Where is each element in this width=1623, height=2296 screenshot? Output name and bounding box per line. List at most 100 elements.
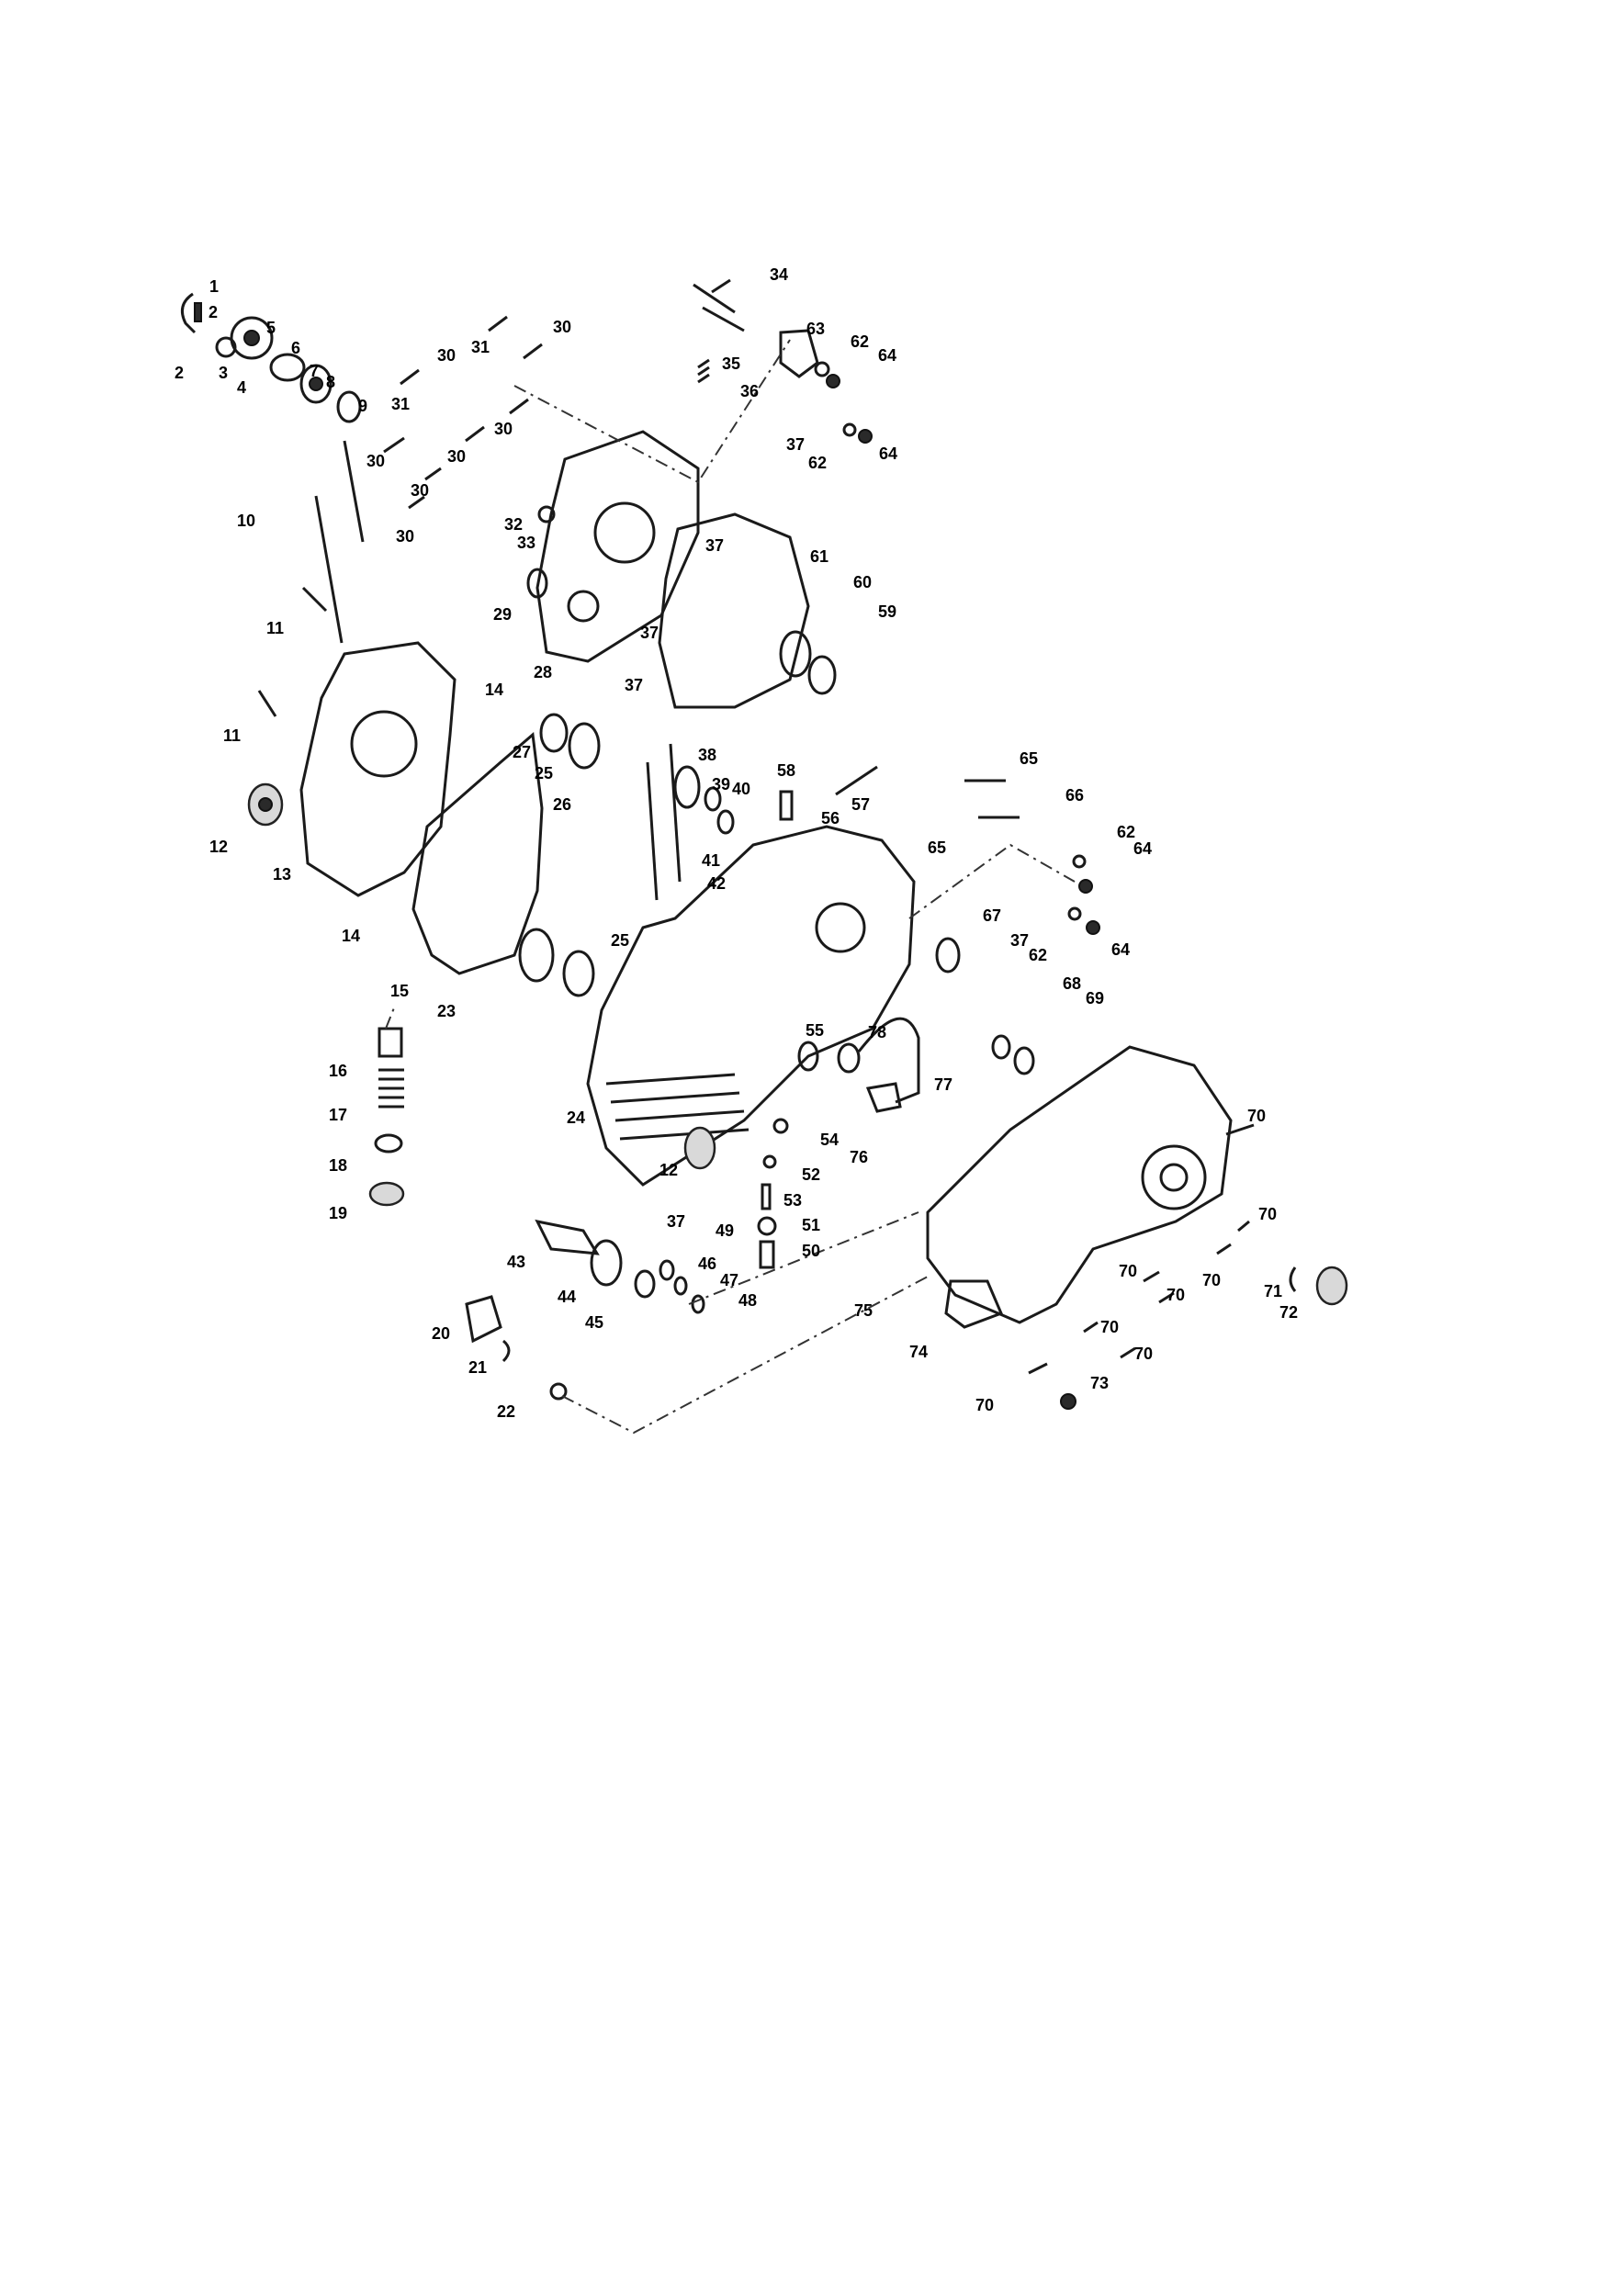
callout-69: 69: [1086, 989, 1104, 1007]
bolt-70c: [1216, 1243, 1232, 1255]
nut-64d: [1086, 920, 1100, 935]
seal-39: [704, 786, 722, 812]
callout-20: 20: [432, 1324, 450, 1343]
bolt-30b: [465, 425, 485, 443]
cvt-cover-duct: [944, 1279, 1003, 1329]
callout-group: 1 2 2 3 4 5 6 7 8 9 10 11 11 12 12 13 14…: [175, 265, 1298, 1421]
seal-part-inner: [309, 377, 323, 391]
ring-46: [659, 1259, 675, 1281]
callout-37: 37: [705, 536, 724, 555]
callout-28: 28: [534, 663, 552, 681]
callout-61: 61: [810, 547, 828, 566]
callout-30: 30: [553, 318, 571, 336]
callout-62: 62: [851, 332, 869, 351]
callout-70: 70: [1100, 1318, 1119, 1336]
callout-39: 39: [712, 775, 730, 793]
callout-62: 62: [808, 454, 827, 472]
callout-34: 34: [770, 265, 788, 284]
bolt-30a: [523, 343, 543, 360]
shift-shaft-43: [535, 1219, 600, 1255]
seal-68: [991, 1034, 1011, 1060]
callout-37: 37: [786, 435, 805, 454]
nut-62d: [1067, 906, 1082, 921]
main-crankcase-fins: [605, 1073, 750, 1141]
right-case-cover-bore2: [567, 590, 600, 623]
right-gasket: [658, 512, 810, 709]
right-case-cover-bore: [593, 501, 656, 564]
callout-58: 58: [777, 761, 795, 780]
callout-53: 53: [783, 1191, 802, 1210]
callout-66: 66: [1065, 786, 1084, 805]
cvt-cover: [926, 1045, 1233, 1324]
callout-33: 33: [517, 534, 535, 552]
spring-35: [697, 358, 710, 384]
callout-30: 30: [447, 447, 466, 466]
assembly-line-lower: [688, 1211, 919, 1305]
washer-54: [772, 1118, 789, 1134]
callout-55: 55: [806, 1021, 824, 1040]
bolt-70b: [1237, 1220, 1250, 1232]
filter-cap-16: [378, 1027, 403, 1058]
callout-25: 25: [535, 764, 553, 782]
callout-63: 63: [806, 320, 825, 338]
callout-1: 1: [209, 277, 219, 296]
callout-43: 43: [507, 1253, 525, 1271]
callout-74: 74: [909, 1343, 928, 1361]
bushing-12b: [683, 1126, 716, 1170]
cvt-cover-hub: [1141, 1144, 1207, 1210]
washer-45: [634, 1269, 656, 1299]
callout-71: 71: [1264, 1282, 1282, 1300]
callout-21: 21: [468, 1358, 487, 1377]
assembly-line-bottom: [561, 1276, 929, 1435]
ring-48: [691, 1294, 705, 1314]
bolt-part: [301, 586, 328, 613]
callout-56: 56: [821, 809, 840, 827]
fitting-76: [865, 1082, 902, 1113]
callout-27: 27: [513, 743, 531, 761]
clip-part: [180, 292, 197, 334]
callout-37: 37: [640, 624, 659, 642]
washer-50: [757, 1216, 777, 1236]
callout-67: 67: [983, 906, 1001, 925]
callout-38: 38: [698, 746, 716, 764]
callout-62: 62: [1117, 823, 1135, 841]
callout-layer: 1 2 2 3 4 5 6 7 8 9 10 11 11 12 12 13 14…: [175, 265, 1298, 1421]
callout-51: 51: [802, 1216, 820, 1234]
bolt-70g: [1120, 1346, 1136, 1359]
bearing-27: [539, 713, 569, 753]
callout-65: 65: [928, 838, 946, 857]
spring-51: [761, 1183, 772, 1210]
callout-45: 45: [585, 1313, 603, 1332]
bolt-30f: [408, 495, 425, 510]
callout-73: 73: [1090, 1374, 1109, 1392]
callout-37: 37: [1010, 931, 1029, 950]
spring-17: [378, 1068, 404, 1109]
callout-12: 12: [659, 1161, 678, 1179]
assembly-line-left: [385, 1005, 396, 1030]
callout-22: 22: [497, 1402, 515, 1421]
bearing-part: [299, 364, 332, 404]
callout-32: 32: [504, 515, 523, 534]
callout-18: 18: [329, 1156, 347, 1175]
callout-75: 75: [854, 1301, 873, 1320]
callout-42: 42: [707, 874, 726, 893]
left-crankcase-half: [299, 641, 456, 897]
callout-17: 17: [329, 1106, 347, 1124]
nut-62b: [842, 422, 857, 437]
callout-49: 49: [716, 1221, 734, 1240]
washer-32: [537, 505, 556, 523]
bearing-25b: [562, 950, 595, 997]
callout-23: 23: [437, 1002, 456, 1020]
nut-64c: [1078, 879, 1093, 894]
seal-44: [590, 1239, 623, 1287]
bolt-70f: [1083, 1321, 1099, 1334]
fitting-58: [779, 790, 794, 821]
main-crankcase-bore: [815, 902, 866, 953]
callout-13: 13: [273, 865, 291, 884]
seal-part: [336, 390, 362, 423]
bolt-70e: [1158, 1291, 1175, 1304]
bolt-30e: [424, 467, 442, 481]
main-crankcase: [586, 825, 916, 1187]
bearing-59: [807, 655, 837, 695]
callout-15: 15: [390, 982, 409, 1000]
